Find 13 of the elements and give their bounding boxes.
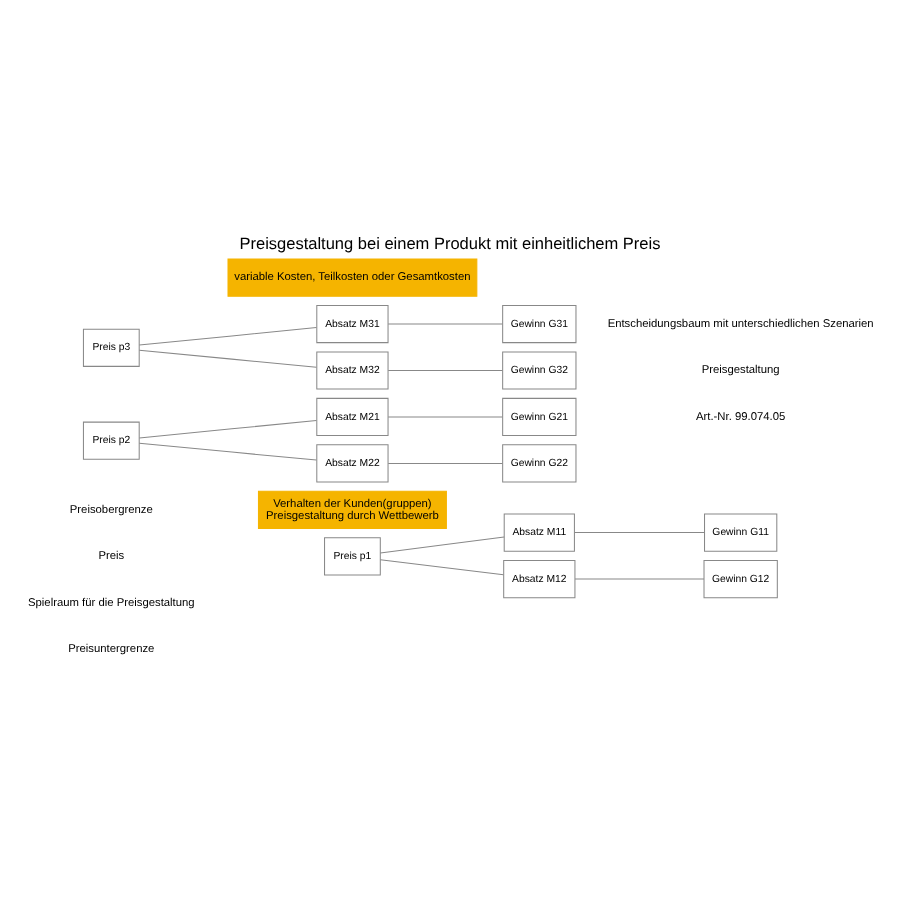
connector: [387, 369, 503, 371]
connector: [574, 578, 705, 580]
diagram-title: Preisgestaltung bei einem Produkt mit einheitlichem Preis: [239, 235, 661, 254]
connector: [138, 327, 317, 346]
connector: [387, 462, 503, 464]
connector: [387, 416, 503, 418]
connector: [574, 532, 705, 534]
connector: [138, 419, 317, 439]
connector: [379, 536, 505, 554]
connector: [379, 559, 504, 576]
connector: [387, 323, 503, 325]
connector: [138, 349, 317, 368]
connector: [138, 442, 317, 461]
